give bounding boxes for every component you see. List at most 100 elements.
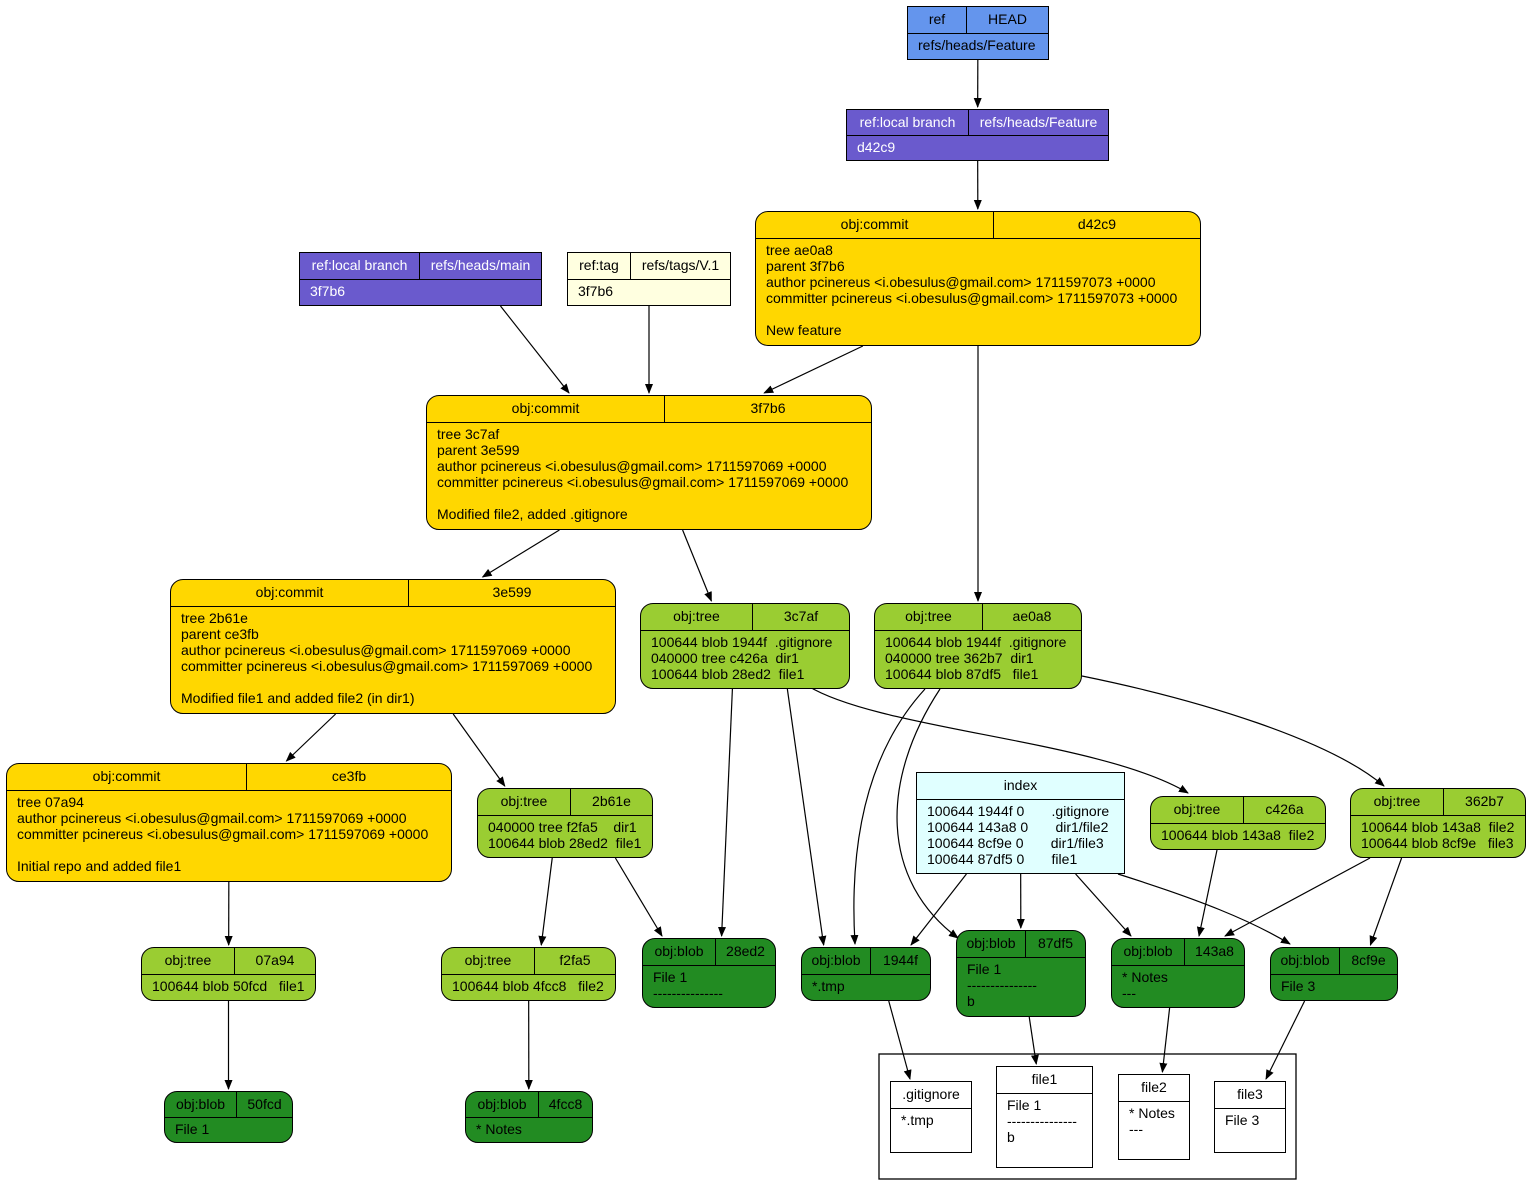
node-type-label: obj:blob (1123, 943, 1173, 959)
node-content: tree 2b61e parent ce3fb author pcinereus… (181, 610, 593, 706)
node-type-label: obj:blob (175, 1096, 226, 1112)
node-type-label: obj:commit (511, 400, 580, 416)
node-content: d42c9 (857, 139, 896, 155)
node-type-label: .gitignore (902, 1086, 960, 1102)
node-content: 040000 tree f2fa5 dir1 100644 blob 28ed2… (488, 819, 642, 851)
node-id-label: 3e599 (408, 580, 615, 606)
node-header: ref HEAD (908, 7, 1048, 34)
node-t-ae0a8: obj:tree ae0a8 100644 blob 1944f .gitignor… (874, 603, 1082, 689)
edge-b-143a8-to-f-file2 (1159, 1007, 1171, 1073)
edge-t-ae0a8-to-b-1944f (850, 688, 926, 945)
node-type-label: obj:tree (905, 608, 952, 624)
edge-b-1944f-to-f-gitignore (888, 1000, 912, 1080)
node-id-label: 1944f (870, 948, 930, 974)
node-index: index 100644 1944f 0 .gitignore 100644 14… (916, 772, 1125, 874)
node-id-label: 143a8 (1184, 939, 1244, 965)
node-type-label: obj:blob (654, 943, 704, 959)
node-content: File 1 --------------- (653, 969, 723, 1001)
node-content: File 3 (1225, 1112, 1260, 1128)
node-content: * Notes --- (1122, 969, 1168, 1001)
node-id-label: c426a (1243, 797, 1325, 823)
node-header: obj:commit 3f7b6 (427, 396, 871, 423)
node-id-label: 3f7b6 (664, 396, 871, 422)
node-content: 3f7b6 (578, 283, 614, 299)
node-id-label: ce3fb (246, 764, 451, 790)
node-id-label: ae0a8 (982, 604, 1081, 630)
node-type-label: obj:tree (673, 608, 720, 624)
node-header: obj:tree ae0a8 (875, 604, 1081, 631)
edge-t-2b61e-to-t-f2fa5 (538, 857, 553, 946)
node-type-label: obj:commit (255, 584, 324, 600)
node-t-2b61e: obj:tree 2b61e 040000 tree f2fa5 dir1 1006… (477, 788, 653, 858)
edge-t-3c7af-to-b-28ed2 (717, 688, 733, 937)
node-content: tree 3c7af parent 3e599 author pcinereus… (437, 426, 849, 522)
node-content: 100644 blob 1944f .gitignore 040000 tree… (885, 634, 1067, 682)
node-id-label: refs/heads/Feature (968, 110, 1108, 135)
edge-t-3c7af-to-t-c426a (807, 685, 1189, 794)
node-header: index (917, 773, 1124, 800)
node-type-label: obj:blob (477, 1096, 527, 1112)
node-f-gitignore: .gitignore*.tmp (890, 1081, 972, 1153)
node-header: obj:tree 2b61e (478, 789, 652, 816)
node-header: ref:local branch refs/heads/Feature (847, 110, 1108, 136)
edge-t-ae0a8-to-b-87df5 (896, 688, 959, 939)
node-type-label: obj:tree (1173, 801, 1221, 817)
node-header: obj:blob 8cf9e (1271, 948, 1397, 975)
node-id-label: 2b61e (570, 789, 652, 815)
node-header: file3 (1215, 1082, 1285, 1109)
node-content: 100644 1944f 0 .gitignore 100644 143a8 0… (927, 803, 1110, 867)
node-header: obj:tree c426a (1151, 797, 1325, 824)
node-id-label: 8cf9e (1339, 948, 1397, 974)
node-content: *.tmp (812, 978, 845, 994)
node-id-label: 3c7af (752, 604, 849, 630)
node-content: tree 07a94 author pcinereus <i.obesulus@… (17, 794, 429, 874)
edge-t-c426a-to-b-143a8 (1196, 849, 1218, 937)
node-content: File 3 (1281, 978, 1316, 994)
node-type-label: obj:blob (1280, 952, 1330, 968)
edge-t-362b7-to-b-8cf9e (1369, 857, 1403, 946)
node-type-label: ref (928, 11, 946, 27)
node-type-label: file1 (1031, 1071, 1058, 1087)
node-f-file2: file2* Notes --- (1118, 1074, 1190, 1160)
node-type-label: ref:local branch (859, 114, 956, 130)
node-type-label: index (1003, 777, 1038, 793)
edge-t-3c7af-to-b-1944f (786, 688, 827, 946)
node-content: File 1 --------------- b (1007, 1097, 1077, 1145)
node-id-label: refs/tags/V.1 (630, 253, 730, 279)
node-header: obj:tree 3c7af (641, 604, 849, 631)
edge-b-87df5-to-f-file1 (1028, 1016, 1039, 1065)
edge-b-8cf9e-to-f-file3 (1265, 1000, 1306, 1080)
node-id-label: 07a94 (234, 948, 315, 974)
node-b-143a8: obj:blob 143a8 * Notes --- (1111, 938, 1245, 1008)
node-type-label: obj:tree (500, 793, 548, 809)
edge-t-2b61e-to-b-28ed2 (614, 857, 663, 937)
node-id-label: refs/heads/main (419, 253, 541, 279)
edge-t-362b7-to-b-143a8 (1224, 857, 1371, 937)
node-content: File 1 (175, 1121, 210, 1137)
node-id-label: HEAD (966, 7, 1048, 33)
node-id-label: d42c9 (993, 212, 1200, 238)
node-id-label: 4fcc8 (538, 1092, 592, 1117)
node-content: File 1 --------------- b (967, 961, 1037, 1009)
